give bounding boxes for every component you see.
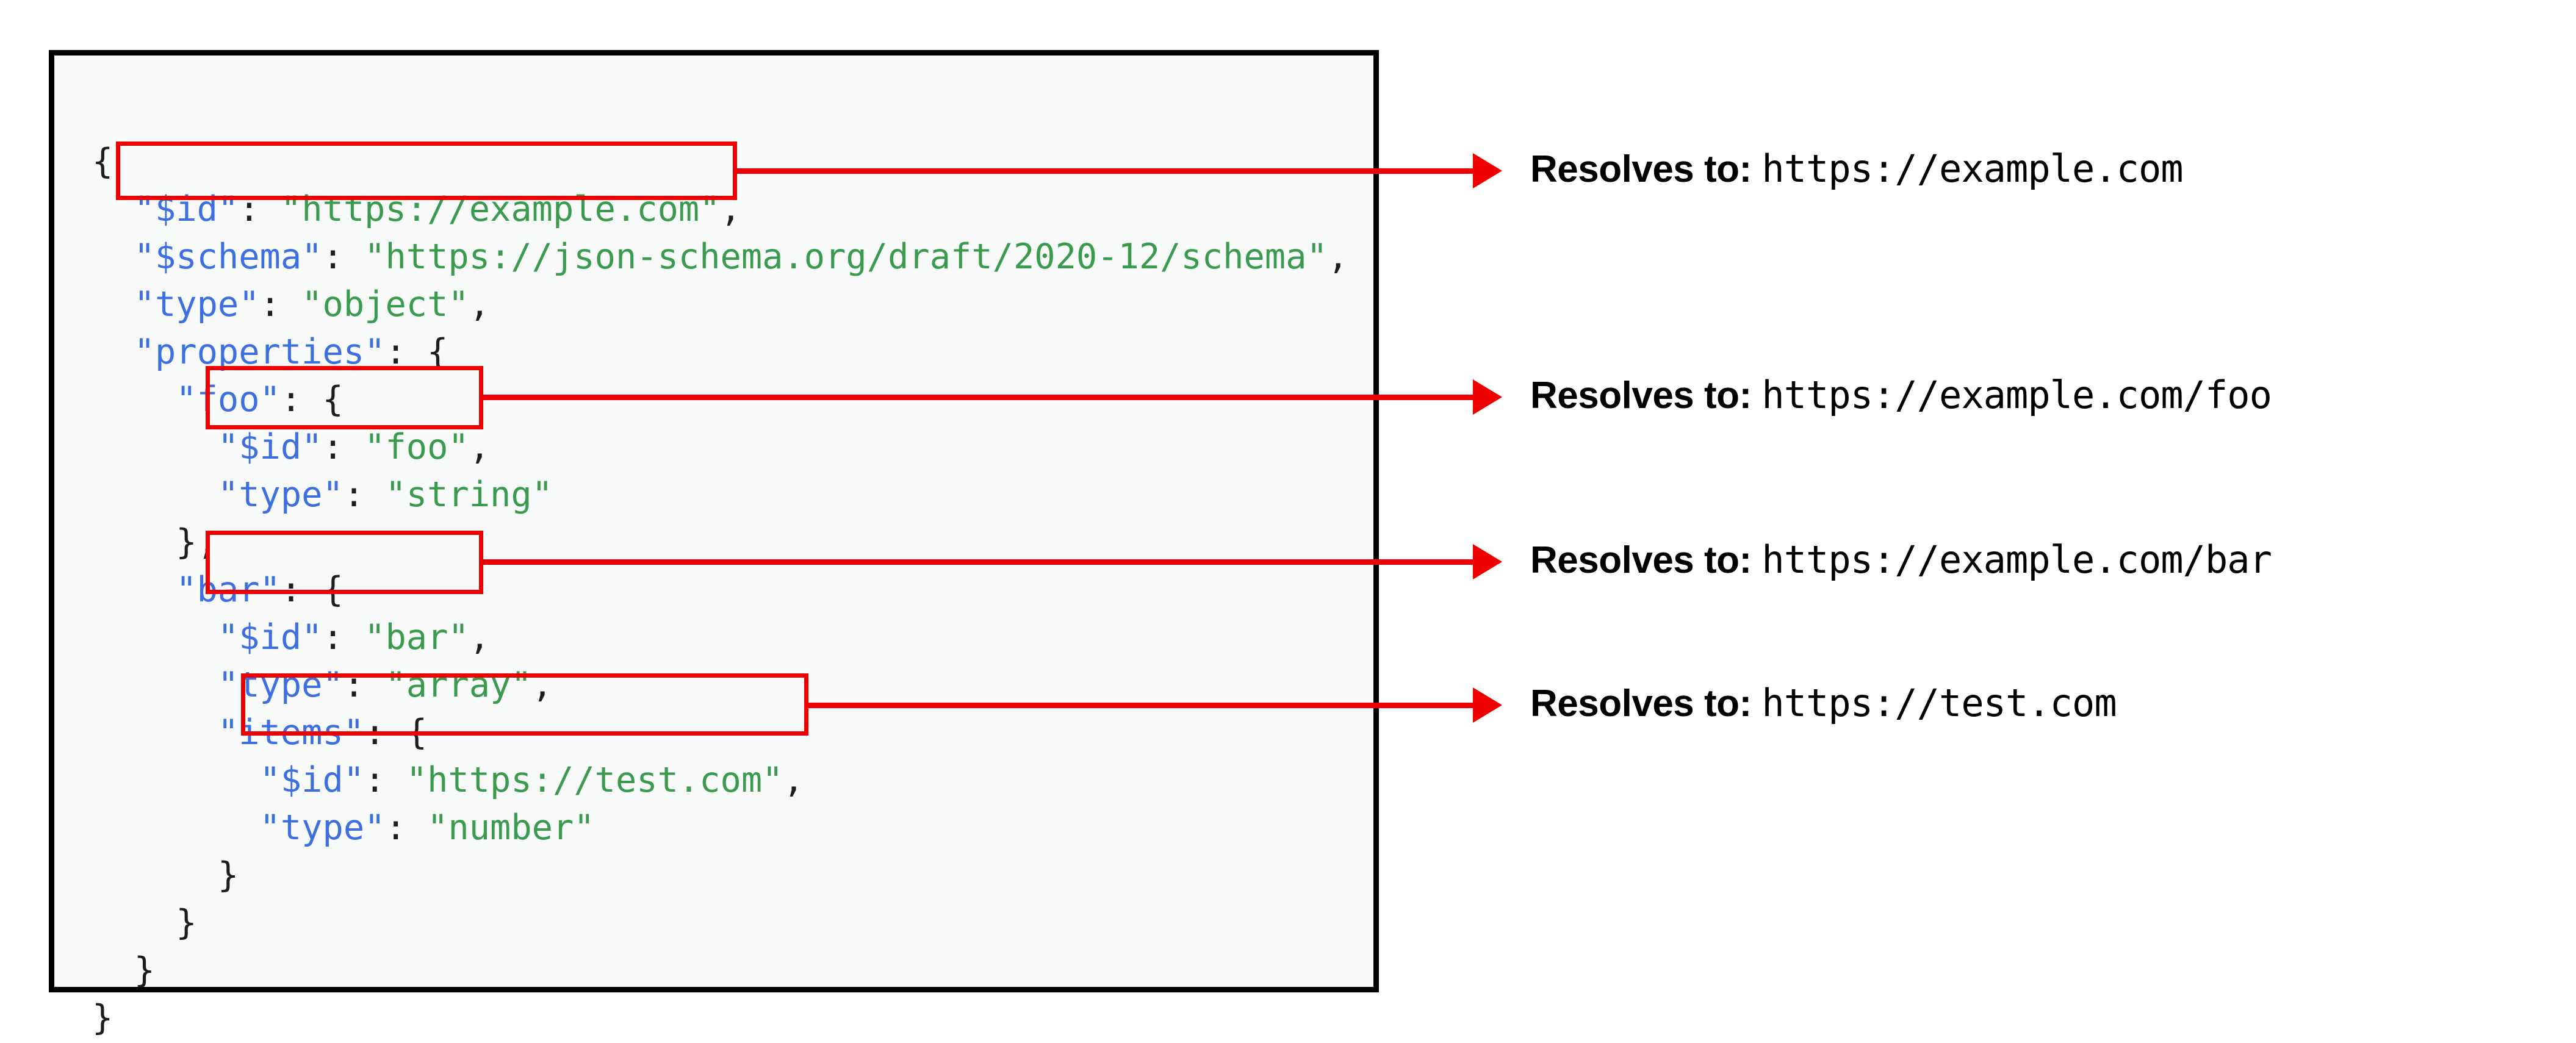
sep-6: : [322,427,365,467]
arrow-head-2 [1473,379,1502,415]
value-type-items: "number" [427,808,595,848]
comma-10: , [469,617,491,658]
value-type-root: "object" [301,284,469,324]
arrow-head-1 [1473,153,1502,188]
sep-5: : [280,379,323,420]
key-foo: "foo" [176,379,281,420]
comma-13: , [783,760,804,800]
sep-11: : [343,665,386,705]
code-line-15: } [92,851,1348,899]
code-line-6: "$id": "foo", [92,423,1348,471]
sep-2: : [322,237,365,277]
connector-line-1 [735,168,1478,174]
code-line-1: "$id": "https://example.com", [92,185,1348,233]
code-line-4: "properties": { [92,328,1348,376]
code-line-7: "type": "string" [92,471,1348,518]
sep-14: : [385,808,428,848]
connector-line-3 [481,559,1478,565]
annotation-2: Resolves to: https://example.com/foo [1530,376,2272,415]
brace-close-root: } [92,998,113,1038]
key-id-root: "$id" [134,189,239,229]
code-line-11: "type": "array", [92,661,1348,709]
annotation-3: Resolves to: https://example.com/bar [1530,541,2272,579]
arrow-head-4 [1473,687,1502,723]
key-type-items: "type" [259,808,386,848]
brace-close-properties: } [134,950,155,991]
code-line-16: } [92,899,1348,947]
value-id-foo: "foo" [364,427,469,467]
key-id-items: "$id" [259,760,365,800]
code-line-13: "$id": "https://test.com", [92,756,1348,804]
value-type-foo: "string" [385,475,553,515]
key-id-foo: "$id" [217,427,323,467]
key-id-bar: "$id" [217,617,323,658]
value-schema: "https://json-schema.org/draft/2020-12/s… [364,237,1328,277]
value-id-items: "https://test.com" [406,760,783,800]
code-line-3: "type": "object", [92,281,1348,328]
brace-open-foo: { [322,379,344,420]
value-type-bar: "array" [385,665,532,705]
sep-4: : [385,332,428,372]
key-bar: "bar" [176,570,281,610]
key-type-root: "type" [134,284,260,324]
sep-12: : [364,712,406,753]
code-line-10: "$id": "bar", [92,614,1348,661]
connector-line-2 [481,395,1478,400]
annotation-url-4: https://test.com [1761,681,2117,725]
annotation-label-3: Resolves to: [1530,539,1762,581]
arrow-head-3 [1473,544,1502,579]
brace-close-foo: }, [176,522,218,562]
key-properties: "properties" [134,332,386,372]
code-line-9: "bar": { [92,566,1348,614]
comma-3: , [469,284,491,324]
value-id-bar: "bar" [364,617,469,658]
code-line-18: } [92,994,1348,1042]
code-line-12: "items": { [92,709,1348,756]
comma-1: , [720,189,741,229]
brace-open-properties: { [427,332,448,372]
brace-open-bar: { [322,570,344,610]
sep-13: : [364,760,406,800]
sep-7: : [343,475,386,515]
sep-10: : [322,617,365,658]
comma-11: , [531,665,553,705]
brace-open-root: { [92,142,113,182]
annotation-1: Resolves to: https://example.com [1530,148,2184,190]
code-line-0: { [92,138,1348,185]
comma-2: , [1327,237,1349,277]
sep-3: : [259,284,302,324]
brace-close-items: } [217,855,239,895]
annotation-url-3: https://example.com/bar [1761,537,2272,582]
key-schema: "$schema" [134,237,323,277]
code-line-8: }, [92,518,1348,566]
sep-9: : [280,570,323,610]
json-code-block: { "$id": "https://example.com", "$schema… [92,138,1348,1042]
annotation-label-2: Resolves to: [1530,375,1762,417]
annotation-label-1: Resolves to: [1530,148,1762,190]
value-id-root: "https://example.com" [280,189,721,229]
comma-6: , [469,427,491,467]
annotation-url-2: https://example.com/foo [1761,373,2272,417]
brace-open-items: { [406,712,428,753]
json-code-panel: { "$id": "https://example.com", "$schema… [49,50,1379,1038]
annotation-url-1: https://example.com [1761,146,2183,191]
connector-line-4 [807,703,1478,708]
annotation-label-4: Resolves to: [1530,683,1762,725]
code-line-17: } [92,947,1348,994]
brace-close-bar: } [176,903,197,943]
code-line-14: "type": "number" [92,804,1348,851]
key-type-foo: "type" [217,475,344,515]
key-items: "items" [217,712,365,753]
key-type-bar: "type" [217,665,344,705]
code-line-5: "foo": { [92,376,1348,423]
sep-1: : [239,189,281,229]
annotation-4: Resolves to: https://test.com [1530,684,2117,723]
code-line-2: "$schema": "https://json-schema.org/draf… [92,233,1348,281]
